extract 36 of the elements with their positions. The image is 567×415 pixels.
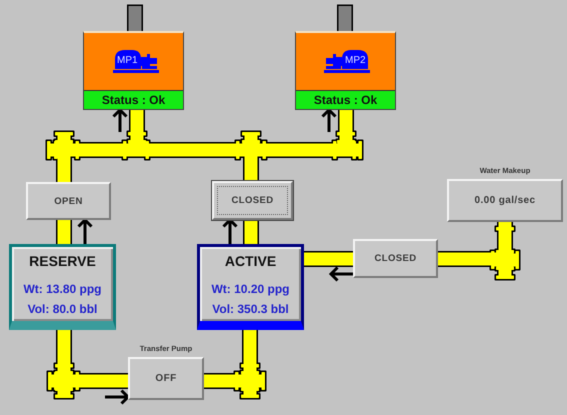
pipe [58, 330, 128, 388]
pipe [130, 110, 144, 132]
valve-button: CLOSED [212, 181, 293, 220]
pipe [340, 110, 352, 132]
tank-panel [197, 244, 304, 330]
tank-reading: Wt: 10.20 ppg [211, 282, 290, 296]
pipe [244, 220, 258, 244]
pipe [438, 222, 512, 266]
pump-button: OFF [128, 357, 204, 400]
flow-arrow [222, 218, 238, 244]
flow-arrow [330, 266, 353, 282]
flow-arrow [321, 108, 337, 132]
pump-label: MP1 [117, 55, 138, 66]
flow-arrow [112, 108, 128, 132]
pipe [338, 6, 352, 31]
pump-panel [295, 31, 396, 110]
tank-name: ACTIVE [224, 253, 276, 270]
pipe [58, 220, 70, 244]
pump-panel [83, 31, 184, 110]
tank-panel [9, 244, 116, 330]
valve-button: OPEN [26, 182, 111, 220]
status-bar: Status : Ok [84, 90, 183, 109]
flow-readout: 0.00 gal/sec [447, 179, 563, 222]
pipe-manifold [47, 132, 362, 159]
pipe [58, 159, 70, 182]
pump-label: MP2 [345, 55, 366, 66]
pipe [244, 159, 258, 181]
pipe [128, 6, 142, 31]
flow-arrow [105, 389, 130, 405]
valve-button: CLOSED [353, 239, 438, 278]
tank-reading: Vol: 350.3 bbl [212, 302, 289, 316]
tank-reading: Vol: 80.0 bbl [28, 302, 98, 316]
flow-arrow [77, 218, 93, 244]
tank-reading: Wt: 13.80 ppg [23, 282, 102, 296]
status-bar: Status : Ok [296, 90, 395, 109]
tank-name: RESERVE [29, 253, 96, 270]
